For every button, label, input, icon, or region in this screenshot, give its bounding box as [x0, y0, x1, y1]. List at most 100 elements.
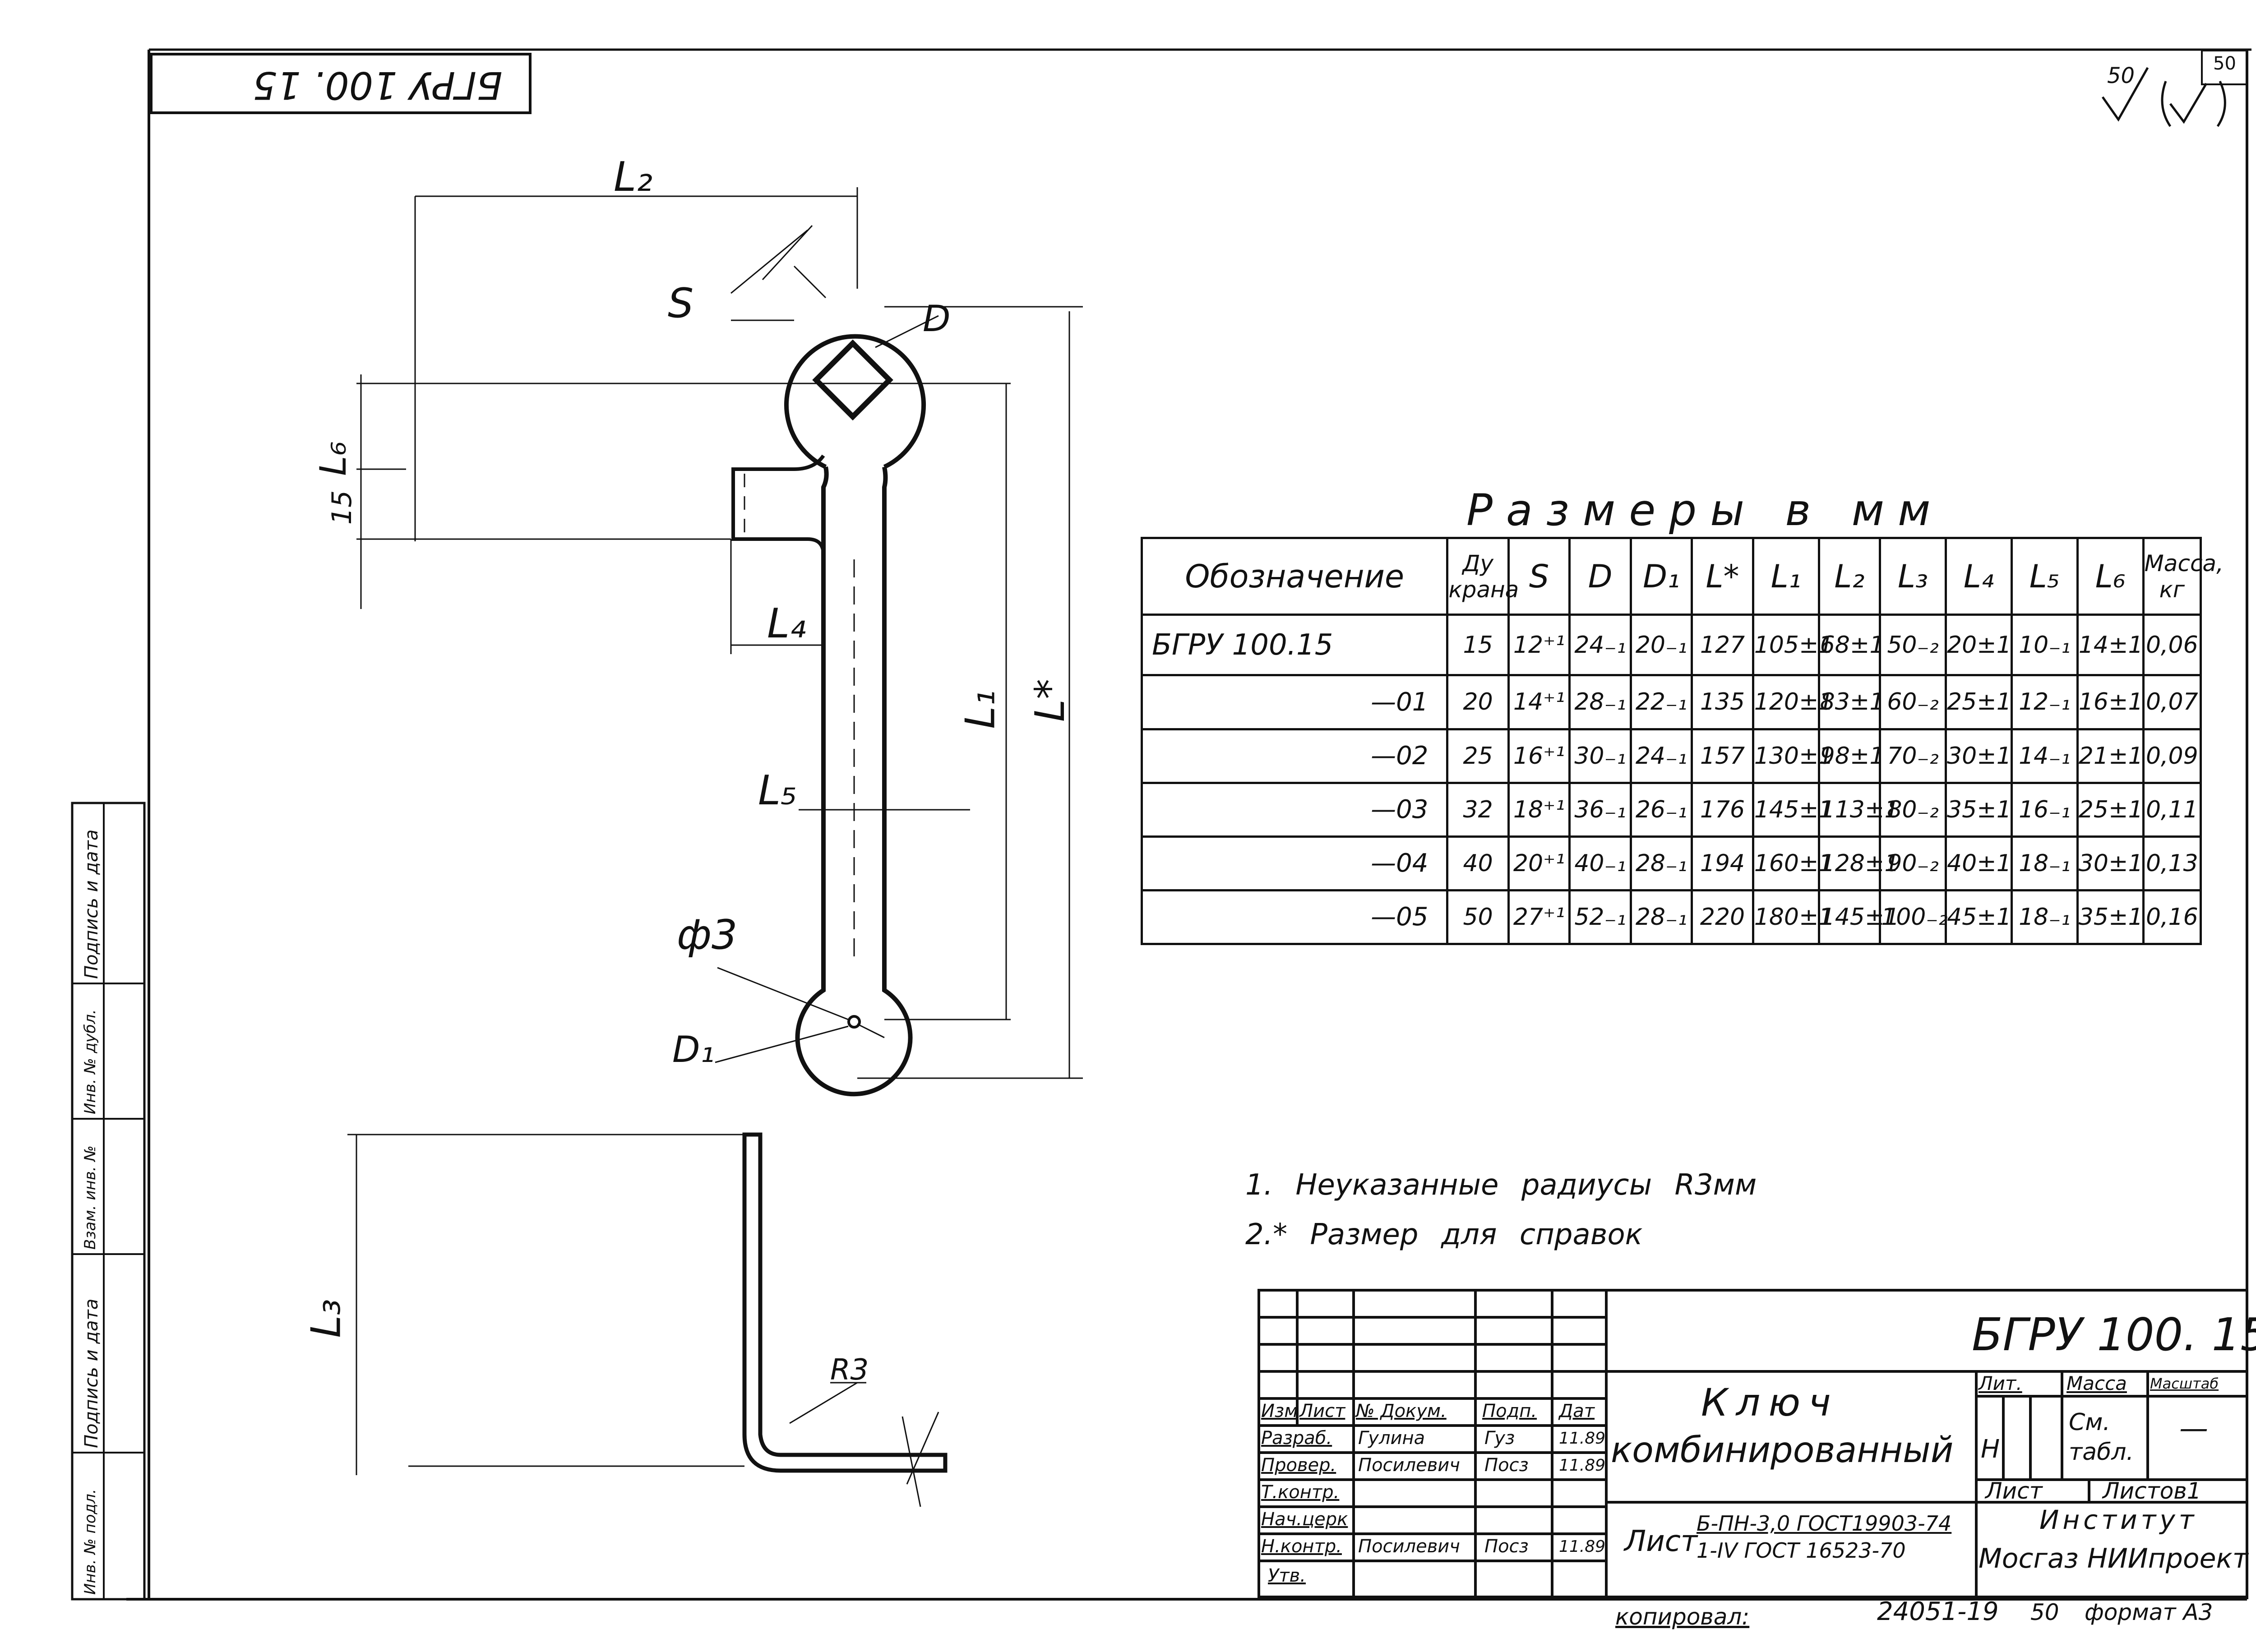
table-header-cell: L₆	[2076, 537, 2145, 616]
table-cell: 0,09	[2142, 728, 2202, 784]
table-cell: 50₋₂	[1879, 613, 1947, 677]
tb-mass-label: Масса	[2066, 1372, 2127, 1394]
tb-name-line2: комбинированный	[1611, 1430, 1954, 1471]
tb-mass-value: См. табл.	[2069, 1409, 2134, 1466]
label-L6: L₆	[312, 441, 354, 476]
table-cell: 15	[1446, 613, 1510, 677]
roughness-symbol-icon	[2161, 80, 2226, 127]
side-stamp-2: Взам. инв. №	[81, 1145, 99, 1250]
tb-role-5: Утв.	[1268, 1565, 1306, 1586]
table-cell: 100₋₂	[1879, 889, 1948, 946]
table-header-cell: D	[1568, 537, 1632, 616]
table-cell: 50	[1446, 889, 1510, 946]
table-cell: 70₋₂	[1879, 728, 1947, 784]
table-cell: 40₋₁	[1568, 835, 1632, 891]
table-cell: 18⁺¹	[1507, 781, 1571, 838]
label-L4: L₄	[767, 600, 806, 647]
table-cell: 130±1	[1752, 728, 1834, 784]
label-L1: L₁	[957, 690, 1004, 729]
table-cell: 90₋₂	[1879, 835, 1947, 891]
side-stamp-3: Подпись и дата	[81, 1298, 102, 1448]
table-cell: 14±1	[2076, 613, 2145, 677]
table-header-cell: Масса, кг	[2142, 537, 2224, 616]
table-cell: 35±1	[1945, 781, 2013, 838]
tb-org-line2: Моcгаз НИИпроект	[1979, 1543, 2248, 1574]
roughness-value: 50	[2107, 63, 2135, 88]
table-cell: 35±1	[2076, 889, 2145, 946]
table-header-cell: L*	[1691, 537, 1754, 616]
corner-stamp-box	[150, 53, 532, 114]
table-cell: 157	[1691, 728, 1754, 784]
footer-format: формат А3	[2085, 1599, 2213, 1625]
roughness-tick-icon	[2101, 67, 2149, 122]
table-cell: 120±1	[1752, 674, 1834, 730]
table-cell: 28₋₁	[1629, 889, 1693, 946]
table-cell: 20±1	[1945, 613, 2013, 677]
tb-sign-0: Гуз	[1484, 1428, 1515, 1449]
table-cell: 68±1	[1817, 613, 1884, 677]
table-header-cell: L₄	[1945, 537, 2013, 616]
label-D: D	[923, 298, 951, 340]
tb-col-date: Дат	[1559, 1401, 1595, 1421]
tb-date-1: 11.89	[1559, 1456, 1606, 1475]
table-cell: 180±1	[1752, 889, 1834, 946]
table-cell: 36₋₁	[1568, 781, 1632, 838]
tb-date-0: 11.89	[1559, 1429, 1606, 1448]
label-Lstar: L*	[1026, 678, 1074, 722]
tb-role-2: Т.контр.	[1261, 1482, 1340, 1503]
note-2: 2.* Размер для справок	[1245, 1218, 1643, 1251]
side-stamp-4: Инв. № подл.	[81, 1489, 99, 1595]
table-cell: 0,07	[2142, 674, 2202, 730]
table-cell: 28₋₁	[1629, 835, 1693, 891]
tb-name-4: Посилевич	[1358, 1536, 1460, 1557]
table-caption: Размеры в мм	[1466, 485, 1944, 535]
tb-org-line1: Институт	[2039, 1504, 2198, 1535]
tb-role-1: Провер.	[1261, 1455, 1336, 1476]
table-cell: 24₋₁	[1568, 613, 1632, 677]
table-cell: 25±1	[1945, 674, 2013, 730]
table-cell: —02	[1140, 728, 1449, 784]
table-cell: 26₋₁	[1629, 781, 1693, 838]
tb-name-1: Посилевич	[1358, 1455, 1460, 1476]
table-cell: 16⁺¹	[1507, 728, 1571, 784]
wrench-top-view	[731, 334, 926, 1097]
table-cell: —03	[1140, 781, 1449, 838]
tb-col-list: Лист	[1299, 1401, 1345, 1421]
footer-copied: копировал:	[1615, 1604, 1750, 1630]
table-cell: 22₋₁	[1629, 674, 1693, 730]
table-cell: 16±1	[2076, 674, 2145, 730]
table-cell: 0,11	[2142, 781, 2202, 838]
table-cell: 0,13	[2142, 835, 2202, 891]
table-cell: 128±1	[1817, 835, 1900, 891]
table-cell: 16₋₁	[2010, 781, 2079, 838]
roughness-box-value: 50	[2213, 53, 2236, 74]
tb-role-0: Разраб.	[1261, 1428, 1332, 1449]
tb-lit-label: Лит.	[1979, 1372, 2022, 1394]
table-header-cell: D₁	[1629, 537, 1693, 616]
tb-sign-1: Посз	[1484, 1455, 1529, 1476]
wrench-side-view	[347, 1132, 948, 1507]
table-cell: 40	[1446, 835, 1510, 891]
label-15: 15	[326, 490, 358, 525]
table-cell: 24₋₁	[1629, 728, 1693, 784]
table-cell: 20	[1446, 674, 1510, 730]
table-cell: —01	[1140, 674, 1449, 730]
table-cell: 30±1	[1945, 728, 2013, 784]
table-cell: 32	[1446, 781, 1510, 838]
table-cell: 40±1	[1945, 835, 2013, 891]
table-cell: 105±1	[1752, 613, 1834, 677]
table-header-cell: L₅	[2010, 537, 2079, 616]
footer-code: 50	[2030, 1599, 2059, 1625]
tb-name-0: Гулина	[1358, 1428, 1425, 1449]
table-cell: 14⁺¹	[1507, 674, 1571, 730]
tb-scale-value: —	[2179, 1412, 2208, 1445]
side-stamp-box	[71, 802, 146, 1601]
table-cell: 60₋₂	[1879, 674, 1947, 730]
table-cell: 20₋₁	[1629, 613, 1693, 677]
table-cell: 30₋₁	[1568, 728, 1632, 784]
corner-stamp: БГРУ 100. 15	[253, 63, 503, 107]
note-1: 1. Неуказанные радиусы R3мм	[1245, 1168, 1757, 1202]
